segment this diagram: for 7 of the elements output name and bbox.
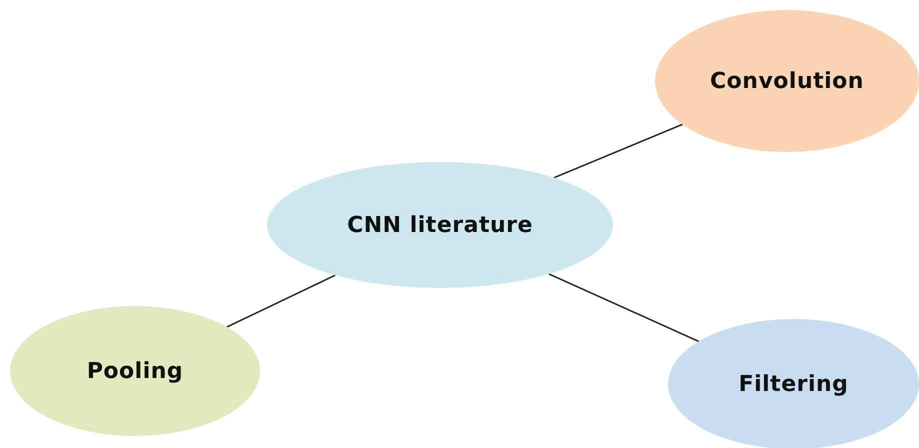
- node-label: Convolution: [710, 68, 864, 94]
- connector-line: [548, 273, 700, 342]
- node-label: Pooling: [86, 358, 184, 384]
- node-label: CNN literature: [347, 212, 533, 238]
- connector-line: [226, 274, 336, 328]
- connector-line: [554, 124, 683, 178]
- node-label: Filtering: [738, 372, 848, 396]
